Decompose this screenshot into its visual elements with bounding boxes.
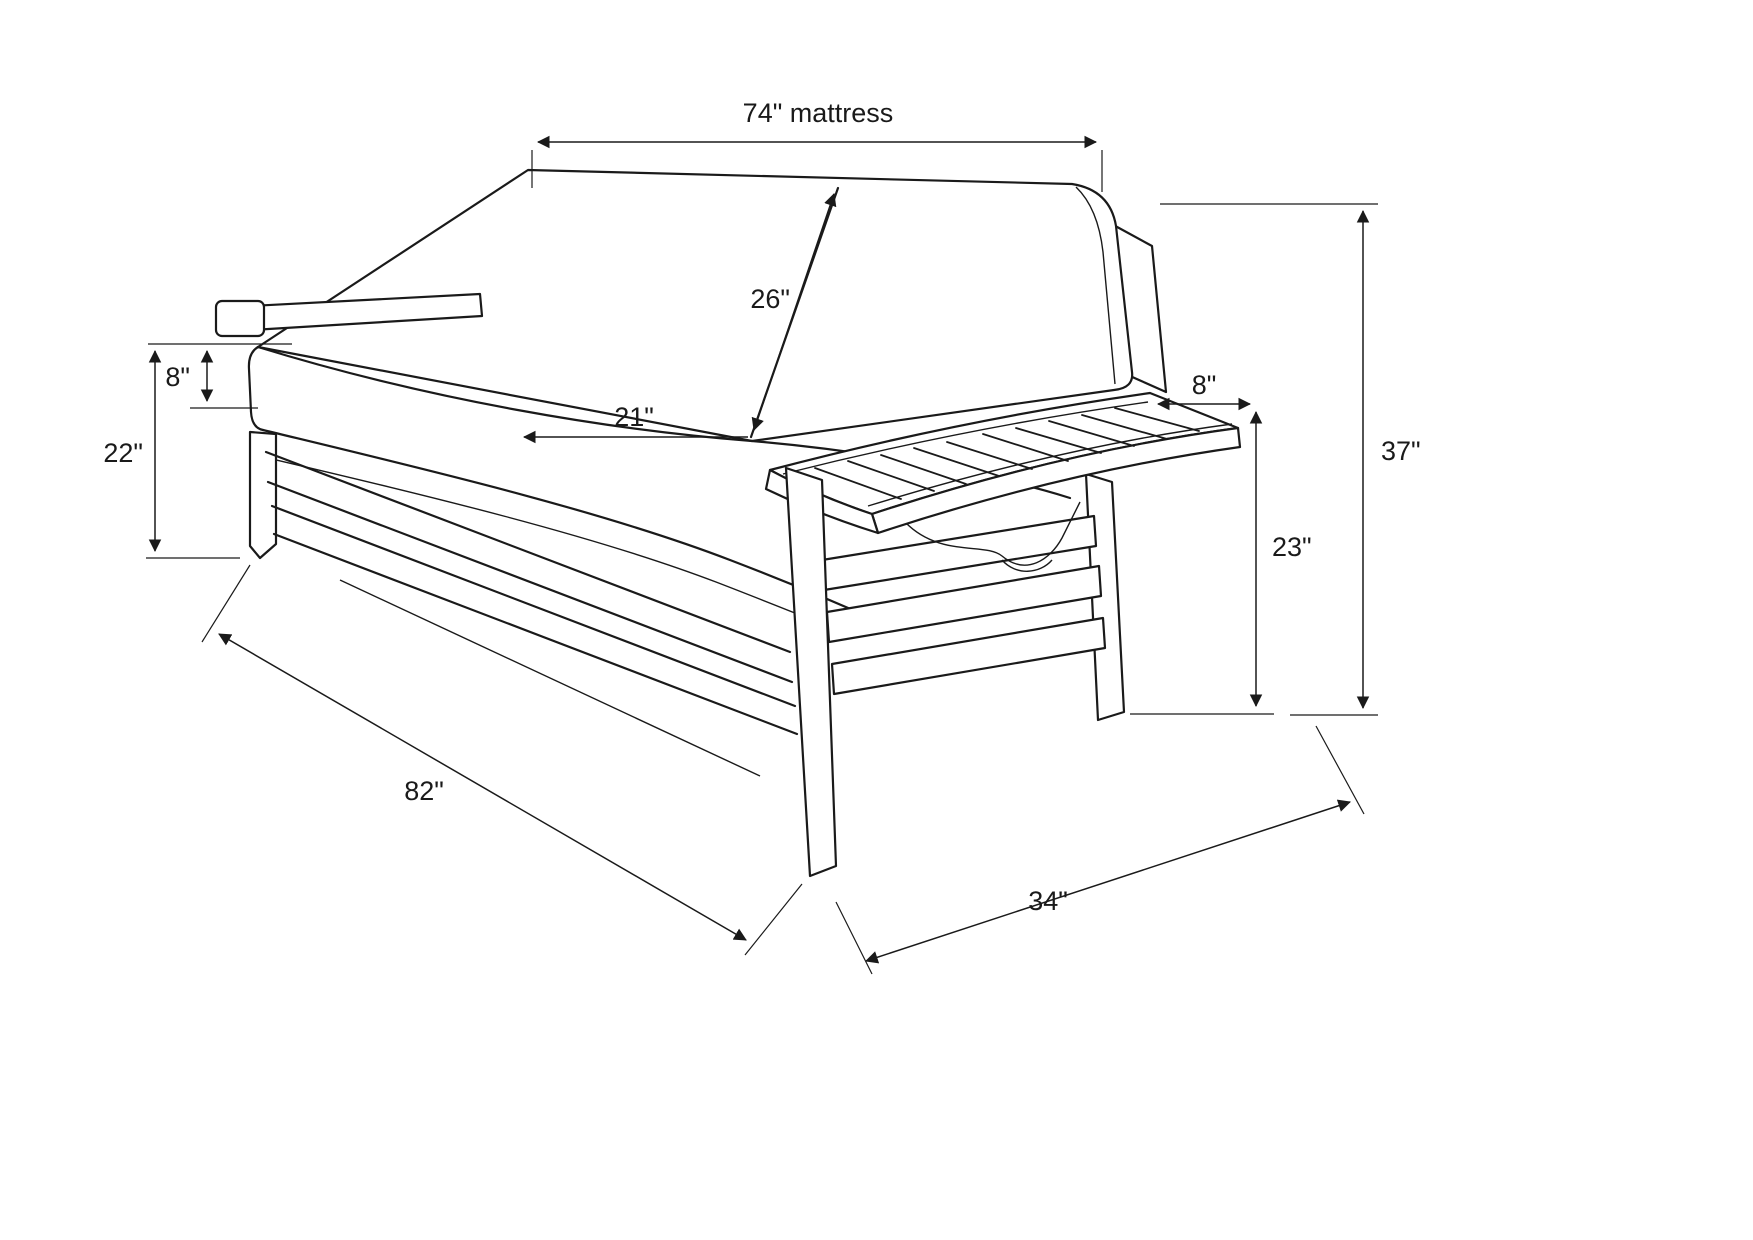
arm-shelf-slats — [814, 407, 1200, 500]
dim-label-seat-height: 22" — [103, 438, 143, 468]
dim-mattress-width: 74" mattress — [531, 98, 1103, 192]
dim-label-arm-height: 23" — [1272, 532, 1312, 562]
arm-shelf-edge — [870, 426, 1242, 535]
dim-label-mattress-thickness: 8" — [165, 362, 190, 392]
arm-bracket — [904, 501, 1081, 572]
left-armrest — [214, 292, 484, 338]
left-leg — [248, 430, 278, 560]
dim-label-arm-shelf-width: 8" — [1192, 370, 1217, 400]
right-side-boards — [820, 514, 1107, 696]
dim-label-back-cushion: 26" — [750, 284, 790, 314]
front-base-rails — [264, 450, 799, 777]
dim-label-mattress-width: 74" mattress — [743, 98, 894, 128]
dim-overall-height: 37" — [1160, 203, 1421, 716]
dim-arm-height: 23" — [1130, 410, 1312, 715]
dim-label-overall-length: 82" — [404, 776, 444, 806]
dim-overall-depth: 34" — [835, 725, 1365, 975]
dim-arm-shelf-width: 8" — [1156, 370, 1252, 411]
dim-label-overall-depth: 34" — [1028, 886, 1068, 916]
dim-mattress-thickness: 8" — [148, 343, 292, 409]
dim-seat-height: 22" — [103, 349, 240, 559]
dim-seat-depth: 21" — [522, 402, 748, 444]
dim-label-overall-height: 37" — [1381, 436, 1421, 466]
dim-back-cushion: 26" — [750, 193, 837, 431]
dim-label-seat-depth: 21" — [614, 402, 654, 432]
right-front-post — [784, 466, 838, 878]
dim-overall-length: 82" — [201, 564, 803, 956]
